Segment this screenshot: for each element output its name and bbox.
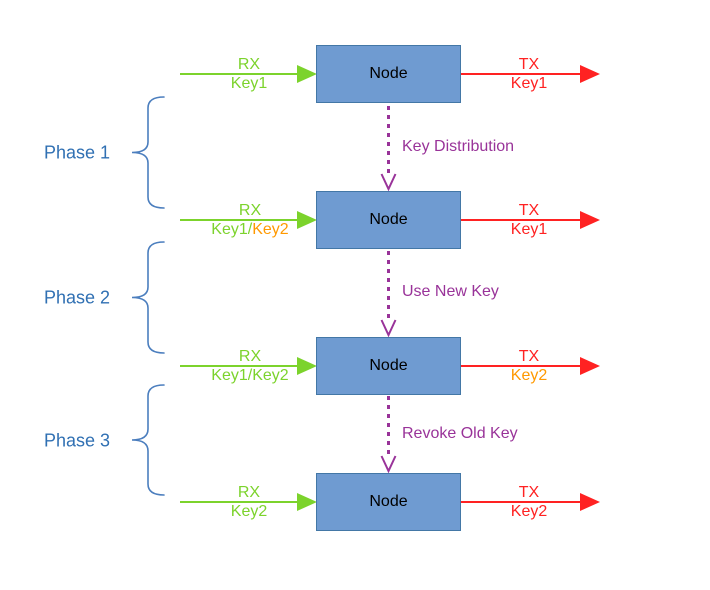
tx-label-row-3: TX Key2 bbox=[511, 347, 547, 385]
node-box-3: Node bbox=[316, 337, 461, 395]
rx-keys: Key1 bbox=[231, 74, 267, 93]
node-box-1: Node bbox=[316, 45, 461, 103]
rx-arrowhead-icon bbox=[297, 357, 317, 375]
use-new-key-arrow bbox=[380, 251, 397, 338]
node-label: Node bbox=[369, 211, 408, 228]
rx-arrowhead-icon bbox=[297, 65, 317, 83]
rx-direction: RX bbox=[238, 202, 262, 219]
tx-direction: TX bbox=[518, 484, 540, 501]
rx-label-row-1: RX Key1 bbox=[231, 55, 267, 93]
rx-key-part: Key1/ bbox=[211, 221, 253, 238]
tx-label-row-2: TX Key1 bbox=[511, 201, 547, 239]
rx-keys: Key1/Key2 bbox=[211, 220, 288, 239]
rx-arrow bbox=[180, 357, 317, 375]
tx-arrow bbox=[461, 211, 600, 229]
tx-keys: Key2 bbox=[511, 502, 547, 521]
rx-arrowhead-icon bbox=[297, 211, 317, 229]
tx-arrowhead-icon bbox=[580, 65, 600, 83]
rx-arrow bbox=[180, 493, 317, 511]
rx-keys: Key1/Key2 bbox=[211, 366, 288, 385]
phase-2-label: Phase 2 bbox=[43, 287, 111, 308]
tx-key-part: Key1 bbox=[510, 75, 548, 92]
rx-arrowhead-icon bbox=[297, 493, 317, 511]
rx-direction: RX bbox=[238, 348, 262, 365]
rx-label-row-2: RX Key1/Key2 bbox=[211, 201, 288, 239]
rx-label-row-3: RX Key1/Key2 bbox=[211, 347, 288, 385]
rx-keys: Key2 bbox=[231, 502, 267, 521]
rx-direction: RX bbox=[237, 484, 261, 501]
key-distribution-label: Key Distribution bbox=[402, 138, 515, 155]
tx-arrow bbox=[461, 493, 600, 511]
tx-key-part: Key1 bbox=[510, 221, 548, 238]
tx-arrowhead-icon bbox=[580, 493, 600, 511]
rx-label-row-4: RX Key2 bbox=[231, 483, 267, 521]
open-arrowhead-icon bbox=[380, 455, 397, 474]
tx-key-part: Key2 bbox=[510, 367, 548, 384]
revoke-old-key-label: Revoke Old Key bbox=[402, 425, 518, 442]
rx-arrow bbox=[180, 211, 317, 229]
rx-arrow bbox=[180, 65, 317, 83]
tx-direction: TX bbox=[518, 56, 540, 73]
tx-label-row-4: TX Key2 bbox=[511, 483, 547, 521]
node-label: Node bbox=[369, 65, 408, 82]
tx-direction: TX bbox=[518, 348, 540, 365]
tx-arrowhead-icon bbox=[580, 357, 600, 375]
tx-arrow bbox=[461, 65, 600, 83]
key-distribution-arrow bbox=[380, 106, 397, 192]
tx-key-part: Key2 bbox=[510, 503, 548, 520]
rx-direction: RX bbox=[237, 56, 261, 73]
open-arrowhead-icon bbox=[380, 173, 397, 192]
phase-3-brace bbox=[131, 384, 165, 496]
phase-3-label: Phase 3 bbox=[43, 430, 111, 451]
rx-key-part: Key1 bbox=[230, 75, 268, 92]
node-label: Node bbox=[369, 357, 408, 374]
revoke-old-key-arrow bbox=[380, 396, 397, 474]
phase-2-brace bbox=[131, 241, 165, 354]
tx-direction: TX bbox=[518, 202, 540, 219]
open-arrowhead-icon bbox=[380, 319, 397, 338]
node-label: Node bbox=[369, 493, 408, 510]
tx-keys: Key1 bbox=[511, 220, 547, 239]
tx-arrow bbox=[461, 357, 600, 375]
phase-1-brace bbox=[131, 96, 165, 209]
tx-arrowhead-icon bbox=[580, 211, 600, 229]
node-box-4: Node bbox=[316, 473, 461, 531]
use-new-key-label: Use New Key bbox=[402, 283, 499, 300]
tx-keys: Key2 bbox=[511, 366, 547, 385]
rx-key-part: Key2 bbox=[230, 503, 268, 520]
phase-1-label: Phase 1 bbox=[43, 142, 111, 163]
node-box-2: Node bbox=[316, 191, 461, 249]
rx-key-part: Key2 bbox=[252, 221, 289, 238]
rx-key-part: Key1/Key2 bbox=[211, 367, 289, 384]
tx-keys: Key1 bbox=[511, 74, 547, 93]
tx-label-row-1: TX Key1 bbox=[511, 55, 547, 93]
